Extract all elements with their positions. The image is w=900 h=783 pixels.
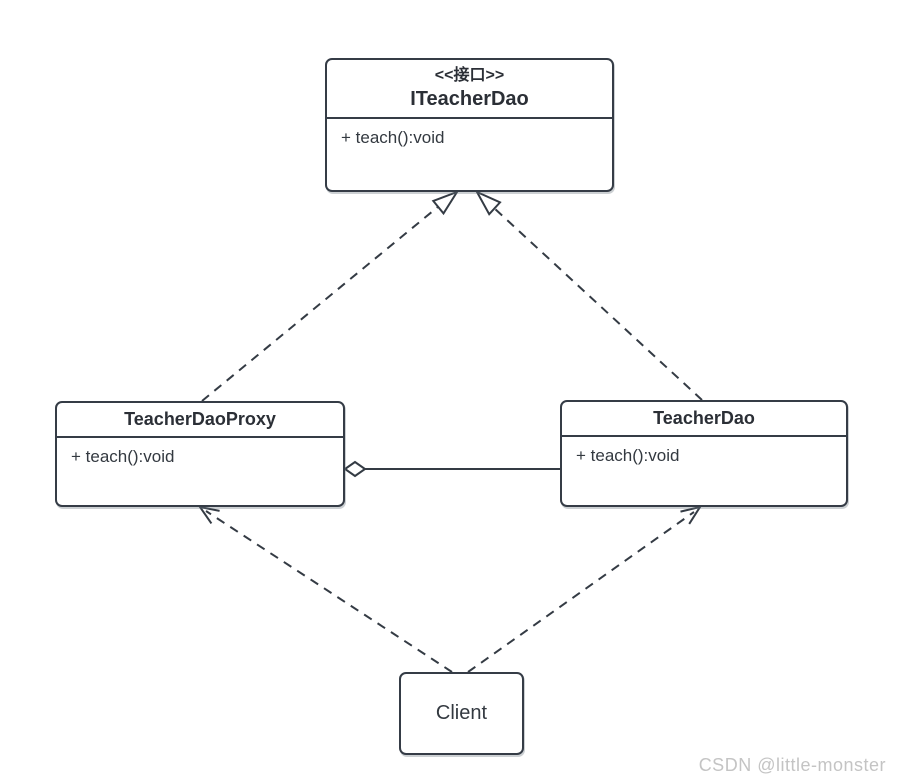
class-name-iteacherdao: ITeacherDao <box>410 88 529 110</box>
realization-edge-dao-to-interface <box>493 207 703 401</box>
class-box-iteacherdao: <<接口>> ITeacherDao + teach():void <box>325 58 614 192</box>
class-methods-teacherdaoproxy: + teach():void <box>57 438 343 476</box>
dependency-edge-client-to-proxy <box>205 510 453 673</box>
method-teach: + teach():void <box>71 447 175 466</box>
csdn-watermark: CSDN @little-monster <box>698 755 886 775</box>
class-methods-teacherdao: + teach():void <box>562 437 846 475</box>
class-header-iteacherdao: <<接口>> ITeacherDao <box>327 60 612 119</box>
realization-arrowhead-dao <box>474 189 502 216</box>
class-box-teacherdaoproxy: TeacherDaoProxy + teach():void <box>55 401 345 507</box>
dependency-arrowhead-dao <box>680 505 703 525</box>
class-box-teacherdao: TeacherDao + teach():void <box>560 400 848 507</box>
class-name-teacherdaoproxy: TeacherDaoProxy <box>124 409 276 429</box>
class-header-teacherdaoproxy: TeacherDaoProxy <box>57 403 343 438</box>
realization-edge-proxy-to-interface <box>201 205 440 402</box>
method-teach: + teach():void <box>576 446 680 465</box>
class-name-teacherdao: TeacherDao <box>653 408 755 428</box>
method-teach: + teach():void <box>341 128 445 147</box>
stereotype-label: <<接口>> <box>434 67 505 84</box>
class-header-teacherdao: TeacherDao <box>562 402 846 437</box>
class-box-client: Client <box>399 672 524 755</box>
aggregation-diamond <box>343 460 367 478</box>
dependency-edge-client-to-dao <box>467 511 695 673</box>
dependency-arrowhead-proxy <box>197 505 220 524</box>
realization-arrowhead-proxy <box>431 190 460 216</box>
class-name-client: Client <box>435 702 488 724</box>
class-methods-iteacherdao: + teach():void <box>327 119 612 157</box>
